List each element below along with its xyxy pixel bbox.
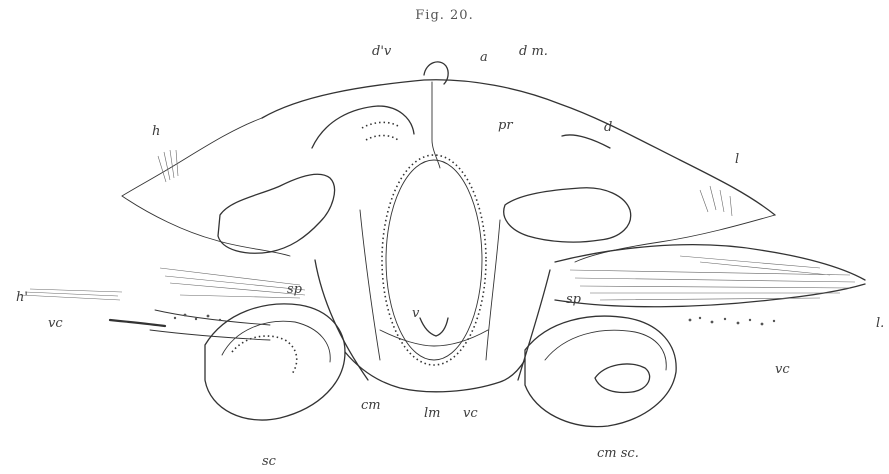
label-h-prime: h' xyxy=(16,290,28,305)
label-sp-right: sp xyxy=(566,292,581,307)
label-l-right: l. xyxy=(876,316,884,331)
left-lateral-process xyxy=(150,310,270,340)
left-wing-lower-outline xyxy=(122,196,290,256)
label-sp-left: sp xyxy=(287,282,302,297)
cell-stipple-right xyxy=(689,317,776,326)
dorsal-tubercle xyxy=(424,62,448,84)
label-lm: lm xyxy=(424,406,441,421)
lower-right-inner-ring xyxy=(545,330,666,370)
left-lateral-lobe xyxy=(218,174,335,253)
left-wing-upper-outline xyxy=(122,118,262,196)
label-dm: d m. xyxy=(519,44,548,59)
left-edge-stroke xyxy=(110,320,165,326)
right-band-fibers xyxy=(570,256,855,300)
label-a: a xyxy=(480,50,488,65)
label-pr: pr xyxy=(498,118,513,133)
lower-right-chamber-inner xyxy=(595,364,650,393)
central-canal-outline xyxy=(382,155,486,365)
label-vc-right: vc xyxy=(775,362,790,377)
left-upper-stipple xyxy=(362,122,398,140)
upper-right-chamber xyxy=(562,135,610,148)
dorsal-outline xyxy=(262,80,775,215)
left-pillar xyxy=(315,260,368,380)
label-v: v xyxy=(412,306,419,321)
right-fibrous-band-bottom xyxy=(555,284,865,307)
label-h-left: h xyxy=(152,124,160,139)
label-d: d xyxy=(604,120,612,135)
label-dv: d'v xyxy=(372,44,391,59)
label-sc: sc xyxy=(262,454,276,469)
lower-left-chamber-inner xyxy=(232,336,297,374)
lower-left-inner-ring xyxy=(222,321,330,362)
right-lateral-lobe xyxy=(504,188,631,242)
ventral-bridge xyxy=(380,330,488,346)
ventral-outline xyxy=(345,352,525,392)
label-cm-mid: cm xyxy=(361,398,381,413)
right-wing-lower-outline xyxy=(575,215,775,262)
label-cm-sc: cm sc. xyxy=(597,446,639,461)
inner-right-pillar xyxy=(486,220,500,360)
label-vc-bottom: vc xyxy=(463,406,478,421)
label-l: l xyxy=(735,152,739,167)
bristles-right xyxy=(700,186,732,216)
ventral-notch xyxy=(420,318,448,336)
central-canal-inner xyxy=(386,160,482,360)
label-vc-left: vc xyxy=(48,316,63,331)
left-fibrous-band xyxy=(20,268,305,300)
bristles-left xyxy=(158,150,178,182)
inner-left-pillar xyxy=(360,210,380,360)
